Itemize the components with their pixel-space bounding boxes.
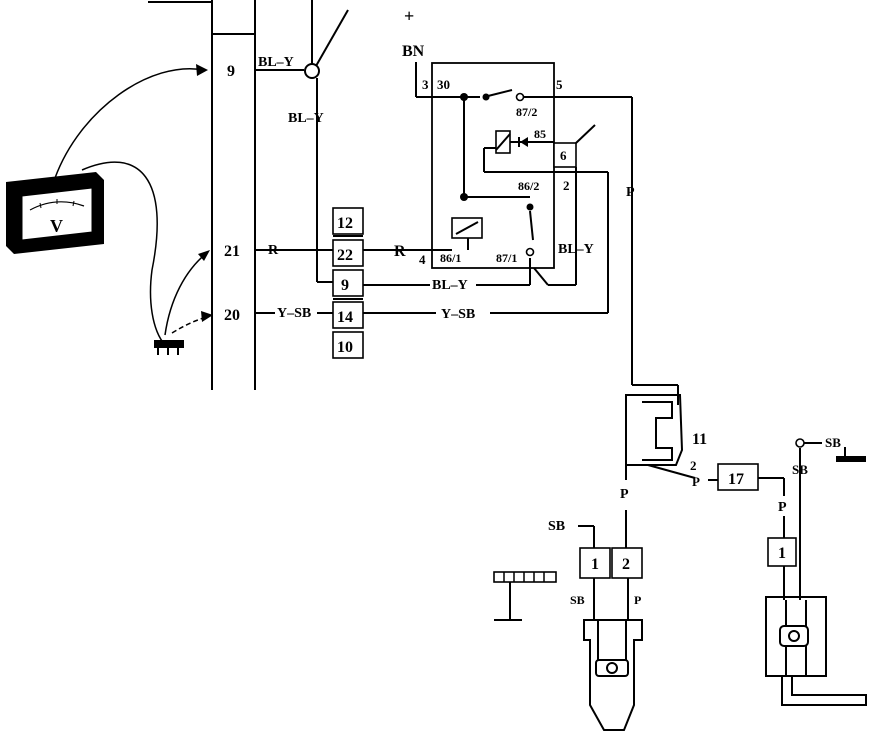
wire-label-bl-y-1: BL–Y (258, 55, 294, 70)
wire-label-p-5: P (634, 593, 641, 607)
connector-block: 12 22 9 14 10 (332, 207, 364, 359)
right-sensor-pin-1: 1 (778, 545, 786, 562)
relay-terminal-6: 6 (560, 148, 567, 163)
supply-bn-label: BN (402, 43, 425, 60)
wire-label-sb-left-2: SB (570, 593, 585, 607)
plus-sign: + (404, 6, 414, 26)
relay-terminal-86-1: 86/1 (440, 251, 461, 265)
arrow-head-icon (196, 64, 208, 76)
wire-bl-y-lower: BL–Y (363, 258, 531, 293)
connector-pin-9: 9 (341, 277, 349, 294)
wire-label-bl-y-4: BL–Y (558, 242, 594, 257)
relay-terminal-3: 3 (422, 77, 429, 92)
wire-p-main: P (626, 97, 679, 405)
wire-label-p-1: P (626, 185, 635, 200)
wire-label-y-sb-1: Y–SB (277, 306, 311, 321)
arrow-head-icon (198, 250, 210, 261)
wire-label-bl-y-2: BL–Y (288, 111, 324, 126)
connector-pin-14: 14 (337, 309, 353, 326)
component-17-label: 17 (728, 471, 744, 488)
connector-pin-10: 10 (337, 339, 353, 356)
wire-y-sb: Y–SB Y–SB (255, 147, 609, 322)
wire-label-sb-left: SB (548, 519, 565, 534)
wire-label-sb-right-2: SB (792, 462, 808, 477)
left-sensor-pin-1: 1 (591, 556, 599, 573)
ecu-pin-21: 21 (224, 243, 240, 260)
probe-leads (54, 64, 213, 355)
relay-terminal-87-1: 87/1 (496, 251, 517, 265)
wire-label-r-2: R (394, 243, 406, 260)
relay-terminal-30: 30 (437, 77, 450, 92)
right-sensor: 1 SB SB (765, 435, 867, 706)
left-sensor: P 1 2 SB SB P (493, 487, 643, 731)
relay-terminal-87-2: 87/2 (516, 105, 537, 119)
relay: 3 30 5 87/2 85 86/2 2 4 86/1 87/1 6 (419, 62, 632, 286)
relay-terminal-86-2: 86/2 (518, 179, 539, 193)
connector-pin-12: 12 (337, 215, 353, 232)
component-11: 11 2 P (625, 394, 718, 489)
top-switch: BL–Y BL–Y (255, 0, 349, 283)
component-11-label: 11 (692, 431, 707, 448)
ecu-pin-9: 9 (227, 63, 235, 80)
voltmeter-glyph: V (50, 216, 63, 236)
arrow-head-icon (201, 311, 213, 322)
wire-r: R R (255, 243, 432, 260)
wire-label-bl-y-3: BL–Y (432, 278, 468, 293)
wire-label-sb-right-1: SB (825, 435, 841, 450)
relay-terminal-4: 4 (419, 252, 426, 267)
left-sensor-pin-2: 2 (622, 556, 630, 573)
component-17: 17 P (717, 463, 787, 538)
relay-terminal-85: 85 (534, 127, 546, 141)
component-11-pin: 2 (690, 458, 697, 473)
control-unit: 9 21 20 (148, 0, 256, 390)
voltmeter: V (6, 172, 104, 254)
supply: + BN (402, 6, 432, 98)
relay-terminal-5: 5 (556, 77, 563, 92)
wire-label-y-sb-2: Y–SB (441, 307, 475, 322)
wire-label-r-1: R (268, 243, 279, 258)
ecu-pin-20: 20 (224, 307, 240, 324)
wire-label-p-4: P (620, 487, 629, 502)
relay-terminal-2: 2 (563, 178, 570, 193)
connector-pin-22: 22 (337, 247, 353, 264)
wire-label-p-2: P (692, 474, 700, 489)
wire-label-p-3: P (778, 500, 787, 515)
